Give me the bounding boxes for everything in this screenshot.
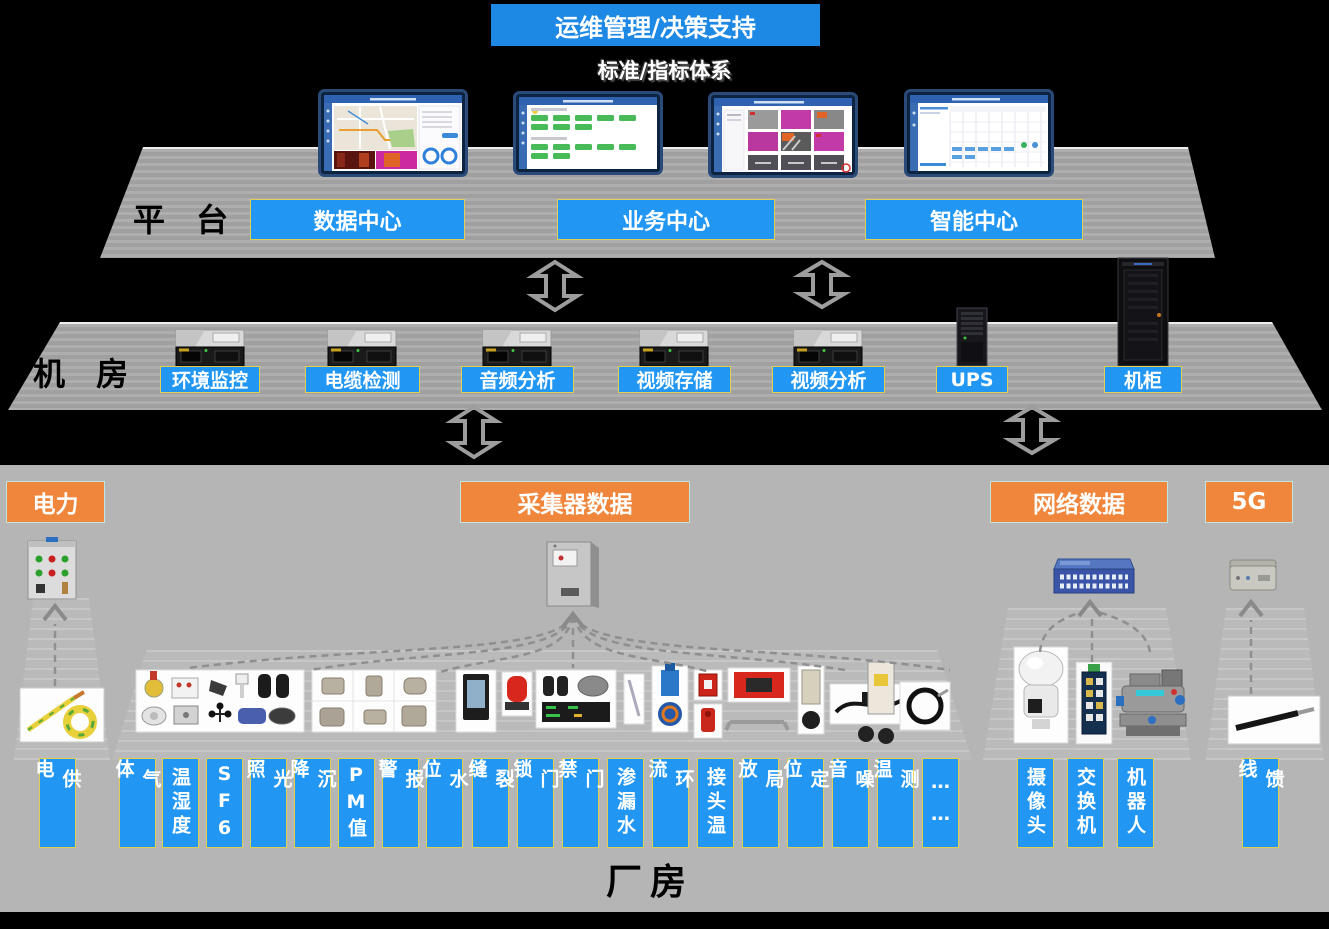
- sensor-label: 温湿度: [162, 758, 199, 848]
- sensor-label: PM值: [338, 758, 375, 848]
- monitor-calendar-screen: [902, 89, 1056, 181]
- sensor-label-switch: 交换机: [1067, 758, 1104, 848]
- sensor-label-more: ……: [922, 758, 959, 848]
- sensor-label: 定位: [781, 758, 830, 848]
- sensor-label-feeder: 馈线: [1236, 758, 1285, 848]
- map-monitoring-screen-icon: [318, 89, 468, 177]
- factory-building-label: 厂房: [605, 862, 694, 903]
- sensor-label-robot: 机器人: [1117, 758, 1154, 848]
- sensor-label: 接头温: [697, 758, 734, 848]
- sensor-label: 门锁: [511, 758, 560, 848]
- room-item-video-analysis: 视频分析: [772, 366, 885, 393]
- sensor-label: 沉降: [288, 758, 337, 848]
- section-header-power: 电力: [6, 481, 105, 523]
- platform-label: 平 台: [133, 201, 239, 239]
- platform-center-business: 业务中心: [557, 199, 775, 240]
- sensor-label-camera: 摄像头: [1017, 758, 1054, 848]
- sensor-label: 报警: [376, 758, 425, 848]
- sensor-label: 光照: [244, 758, 293, 848]
- section-header-5g: 5G: [1205, 481, 1293, 523]
- section-header-network: 网络数据: [990, 481, 1168, 523]
- platform-center-data: 数据中心: [250, 199, 465, 240]
- schedule-calendar-screen-icon: [904, 89, 1054, 177]
- sensor-label: 裂缝: [466, 758, 515, 848]
- room-item-video-storage: 视频存储: [618, 366, 731, 393]
- dome-camera-icon: [1013, 646, 1069, 744]
- room-item-cabinet: 机柜: [1104, 366, 1182, 393]
- ups-tower-icon: [956, 307, 988, 367]
- room-item-env-monitoring: 环境监控: [160, 366, 260, 393]
- sensor-label: 渗漏水: [607, 758, 644, 848]
- grounding-cable-icon: [19, 687, 105, 743]
- sensor-label: 气体: [113, 758, 162, 848]
- network-switch-icon: [1053, 558, 1135, 594]
- monitor-dashboard-screen: [512, 91, 664, 179]
- monitor-map-screen: [318, 89, 468, 181]
- server-cabinet-icon: [1117, 257, 1169, 367]
- sensor-label: 测温: [871, 758, 920, 848]
- data-collector-box-icon: [546, 541, 599, 608]
- sensor-label: 局放: [736, 758, 785, 848]
- sensor-label-power-supply: 供电: [33, 758, 82, 848]
- monitor-thermal-gallery-screen: [707, 92, 859, 182]
- sensor-label: SF6: [206, 758, 243, 848]
- thermal-gallery-screen-icon: [708, 92, 858, 178]
- rack-server-icon: [639, 329, 709, 367]
- rack-server-icon: [175, 329, 245, 367]
- industrial-switch-icon: [1075, 661, 1113, 745]
- rack-server-icon: [793, 329, 863, 367]
- business-dashboard-screen-icon: [513, 91, 663, 175]
- sensor-label: 水位: [420, 758, 469, 848]
- room-item-audio-analysis: 音频分析: [461, 366, 574, 393]
- section-header-collector: 采集器数据: [460, 481, 690, 523]
- subtitle-standards: 标准/指标体系: [597, 59, 732, 83]
- platform-center-ai: 智能中心: [865, 199, 1083, 240]
- sensor-label: 门禁: [556, 758, 605, 848]
- power-distribution-box-icon: [27, 537, 77, 600]
- title-banner: 运维管理/决策支持: [491, 4, 820, 46]
- inspection-robot-icon: [1116, 669, 1187, 736]
- sensor-label: 环流: [646, 758, 695, 848]
- rack-server-icon: [482, 329, 552, 367]
- sensor-photo-strip: [135, 661, 951, 744]
- room-item-ups: UPS: [936, 366, 1008, 393]
- room-item-cable-detection: 电缆检测: [305, 366, 420, 393]
- 5g-terminal-icon: [1229, 559, 1277, 591]
- feeder-cable-icon: [1227, 695, 1321, 745]
- rack-server-icon: [327, 329, 397, 367]
- machine-room-label: 机 房: [33, 355, 139, 393]
- sensor-label: 噪音: [826, 758, 875, 848]
